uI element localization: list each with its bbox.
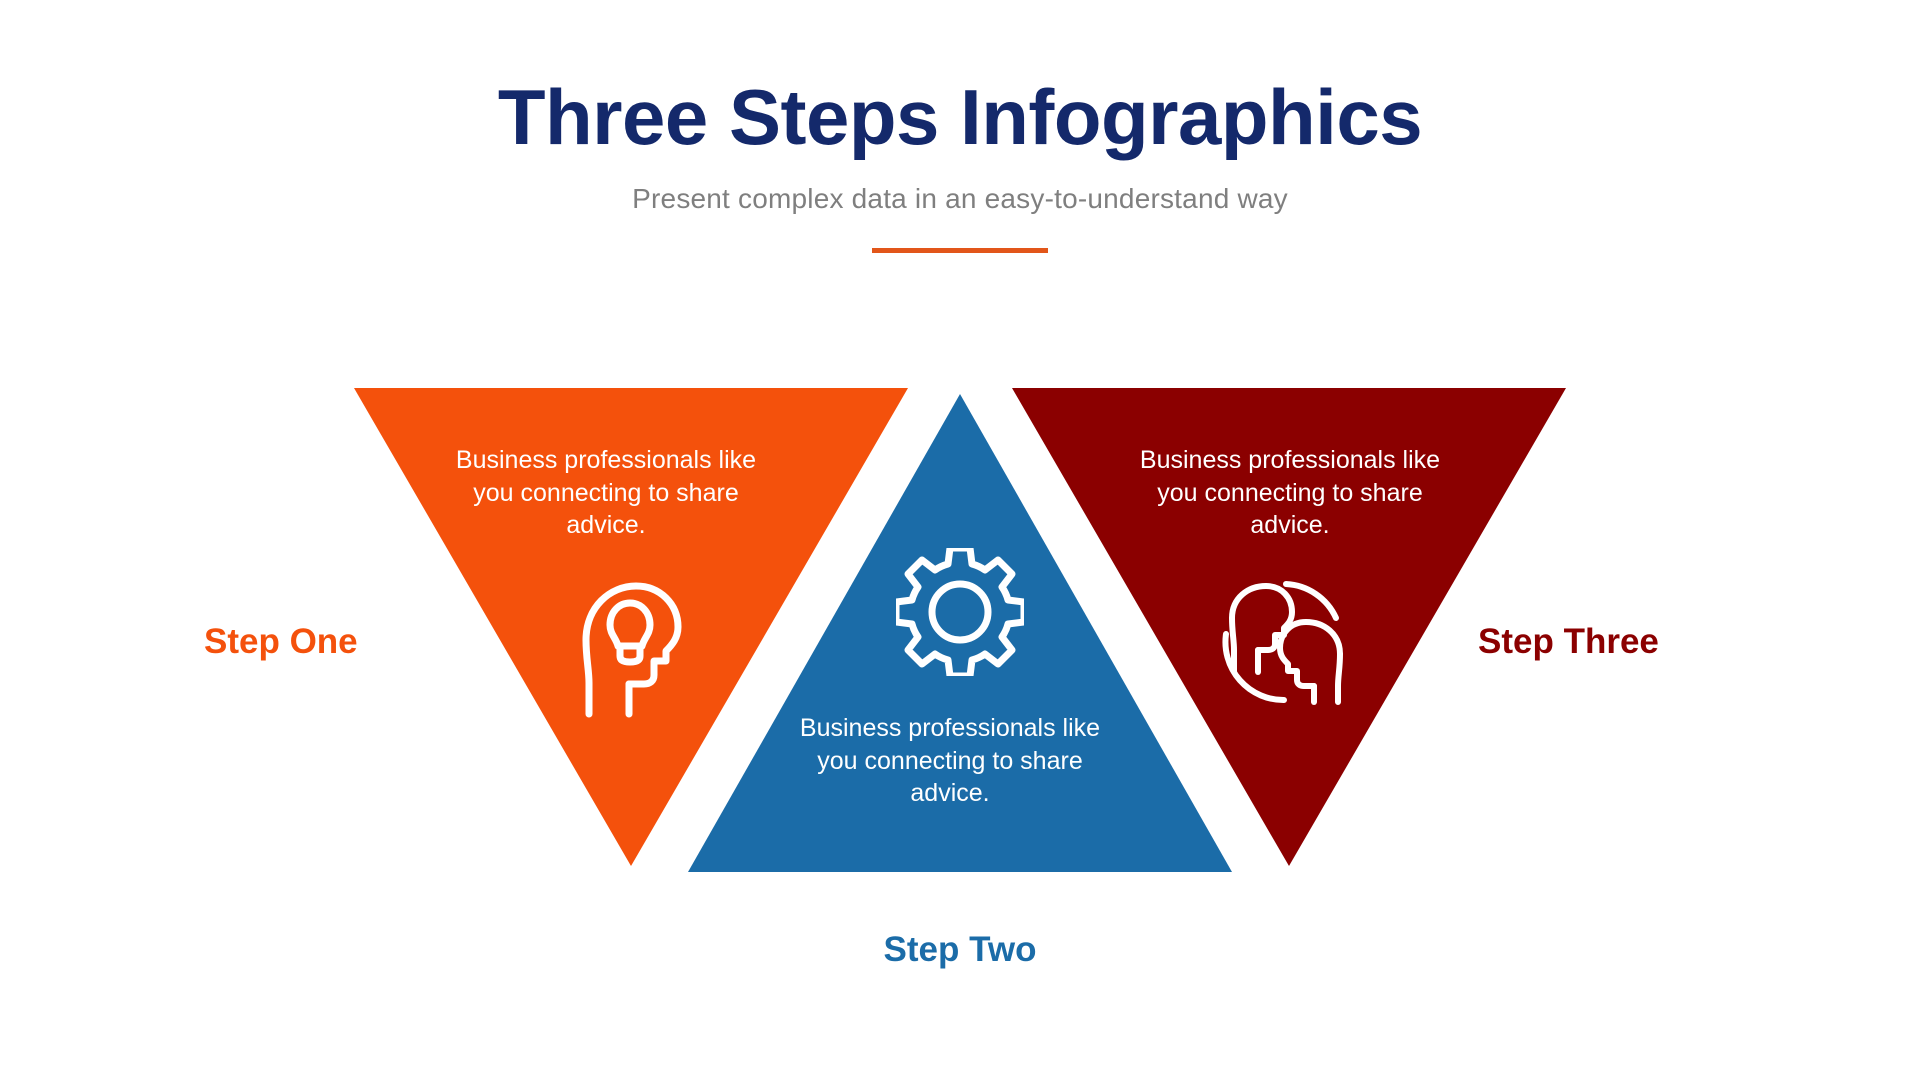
head-lightbulb-icon	[572, 578, 690, 720]
page-subtitle: Present complex data in an easy-to-under…	[632, 183, 1288, 214]
step-three-body-text: Business professionals like you connecti…	[1139, 446, 1441, 539]
step-one-label[interactable]: Step One	[204, 622, 358, 661]
slide-header: Three Steps Infographics Present complex…	[0, 0, 1920, 253]
page-title: Three Steps Infographics	[497, 73, 1423, 161]
step-three-label[interactable]: Step Three	[1478, 622, 1659, 661]
step-two-body-text: Business professionals like you connecti…	[799, 714, 1101, 807]
two-heads-conversation-icon	[1216, 578, 1356, 706]
accent-divider-bar	[872, 248, 1048, 253]
gear-icon	[892, 544, 1028, 680]
step-two-label[interactable]: Step Two	[883, 930, 1037, 969]
step-one-body-text: Business professionals like you connecti…	[455, 446, 757, 539]
